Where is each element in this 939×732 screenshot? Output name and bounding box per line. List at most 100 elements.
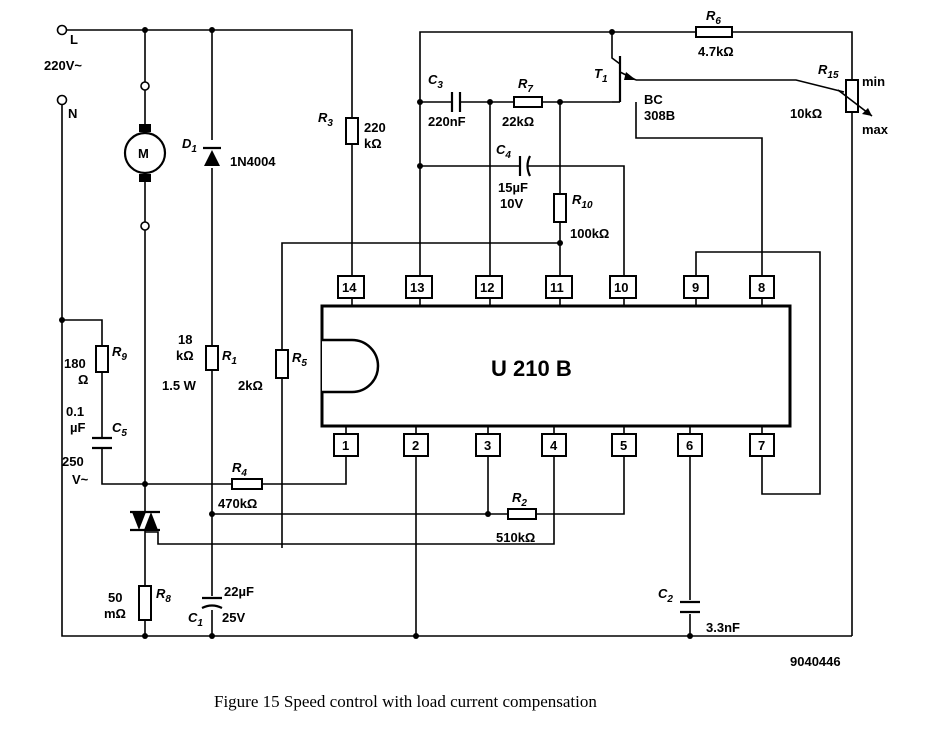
capacitor-c2: C2 3.3nF <box>658 586 740 635</box>
resistor-r2: R2 510kΩ <box>496 490 537 545</box>
svg-text:250: 250 <box>62 454 84 469</box>
svg-text:4.7kΩ: 4.7kΩ <box>698 44 734 59</box>
svg-text:10kΩ: 10kΩ <box>790 106 822 121</box>
motor-icon <box>123 131 167 175</box>
capacitor-icon <box>680 600 700 614</box>
pin-1-label: 1 <box>342 438 349 453</box>
svg-text:25V: 25V <box>222 610 245 625</box>
svg-text:220nF: 220nF <box>428 114 466 129</box>
pin-3-label: 3 <box>484 438 491 453</box>
svg-text:R9: R9 <box>112 344 127 363</box>
svg-text:R15: R15 <box>818 62 839 81</box>
svg-text:BC: BC <box>644 92 663 107</box>
svg-text:kΩ: kΩ <box>176 348 194 363</box>
figure-caption: Figure 15 Speed control with load curren… <box>214 692 597 711</box>
svg-text:min: min <box>862 74 885 89</box>
capacitor-icon <box>92 436 112 450</box>
capacitor-c1: 22µF 25V C1 <box>188 584 254 629</box>
pin-5-label: 5 <box>620 438 627 453</box>
capacitor-icon <box>526 155 531 177</box>
pin-10-box <box>609 275 637 299</box>
svg-text:C4: C4 <box>496 142 511 161</box>
capacitor-c5: 0.1 µF 250 V~ C5 <box>62 404 127 487</box>
resistor-icon <box>138 585 152 621</box>
pin-12-label: 12 <box>480 280 494 295</box>
svg-text:T1: T1 <box>594 66 608 85</box>
figure-code: 9040446 <box>790 654 841 669</box>
svg-text:10V: 10V <box>500 196 523 211</box>
triac <box>130 510 160 532</box>
motor: M <box>123 81 167 231</box>
svg-text:3.3nF: 3.3nF <box>706 620 740 635</box>
resistor-r8: 50 mΩ R8 <box>104 585 171 621</box>
svg-text:max: max <box>862 122 889 137</box>
pin-2-box <box>403 433 429 457</box>
svg-text:22kΩ: 22kΩ <box>502 114 534 129</box>
svg-text:C5: C5 <box>112 420 127 439</box>
terminal-n-label: N <box>68 106 77 121</box>
potentiometer-icon <box>845 79 859 113</box>
pin-14-box <box>337 275 365 299</box>
terminal-l-icon <box>56 24 68 36</box>
pin-13-label: 13 <box>410 280 424 295</box>
pin-10-label: 10 <box>614 280 628 295</box>
potentiometer-r15: R15 min 10kΩ max <box>790 62 889 137</box>
svg-text:180: 180 <box>64 356 86 371</box>
pin-1-box <box>333 433 359 457</box>
resistor-icon <box>275 349 289 379</box>
resistor-icon <box>513 96 543 108</box>
svg-text:R4: R4 <box>232 460 247 479</box>
resistor-icon <box>95 345 109 373</box>
svg-text:C1: C1 <box>188 610 203 629</box>
svg-text:22µF: 22µF <box>224 584 254 599</box>
resistor-r4: R4 470kΩ <box>218 460 263 511</box>
svg-text:2kΩ: 2kΩ <box>238 378 263 393</box>
pin-11-label: 11 <box>550 280 564 295</box>
svg-text:kΩ: kΩ <box>364 136 382 151</box>
capacitor-icon <box>450 92 462 112</box>
svg-text:220: 220 <box>364 120 386 135</box>
d1-value: 1N4004 <box>230 154 276 169</box>
resistor-icon <box>205 345 219 371</box>
svg-text:C3: C3 <box>428 72 443 91</box>
diode-icon <box>204 150 220 166</box>
resistor-icon <box>553 193 567 223</box>
pin-8-box <box>749 275 775 299</box>
svg-text:D1: D1 <box>182 136 197 155</box>
pin-4-label: 4 <box>550 438 558 453</box>
motor-terminal-top-icon <box>140 81 150 91</box>
svg-text:510kΩ: 510kΩ <box>496 530 535 545</box>
terminal-l-label: L <box>70 32 78 47</box>
pin-9-label: 9 <box>692 280 699 295</box>
ic-pins-top: 14 13 12 11 10 9 8 <box>337 275 775 306</box>
resistor-r10: R10 100kΩ <box>553 192 609 241</box>
wires <box>61 29 853 637</box>
supply: L 220V~ N <box>44 24 82 121</box>
capacitor-c3: C3 220nF <box>428 72 466 129</box>
ic-u210b: U 210 B <box>320 304 792 428</box>
resistor-r6: R6 4.7kΩ <box>695 8 734 59</box>
resistor-r5: R5 2kΩ <box>238 349 307 393</box>
svg-text:1.5 W: 1.5 W <box>162 378 197 393</box>
pin-11-box <box>545 275 573 299</box>
svg-text:R3: R3 <box>318 110 333 129</box>
svg-text:R7: R7 <box>518 76 533 95</box>
pin-8-label: 8 <box>758 280 765 295</box>
resistor-r1: 18 kΩ 1.5 W R1 <box>162 332 237 393</box>
svg-text:308B: 308B <box>644 108 675 123</box>
svg-text:C2: C2 <box>658 586 673 605</box>
pin-6-label: 6 <box>686 438 693 453</box>
svg-text:100kΩ: 100kΩ <box>570 226 609 241</box>
pin-9-box <box>683 275 709 299</box>
pin-4-box <box>541 433 567 457</box>
transistor-t1: T1 BC 308B <box>594 56 675 123</box>
supply-voltage: 220V~ <box>44 58 82 73</box>
pin-7-label: 7 <box>758 438 765 453</box>
resistor-r3: R3 220 kΩ <box>318 110 386 151</box>
svg-text:R2: R2 <box>512 490 527 509</box>
pin-5-box <box>611 433 637 457</box>
pin-13-box <box>405 275 433 299</box>
resistor-icon <box>695 26 733 38</box>
svg-text:18: 18 <box>178 332 192 347</box>
